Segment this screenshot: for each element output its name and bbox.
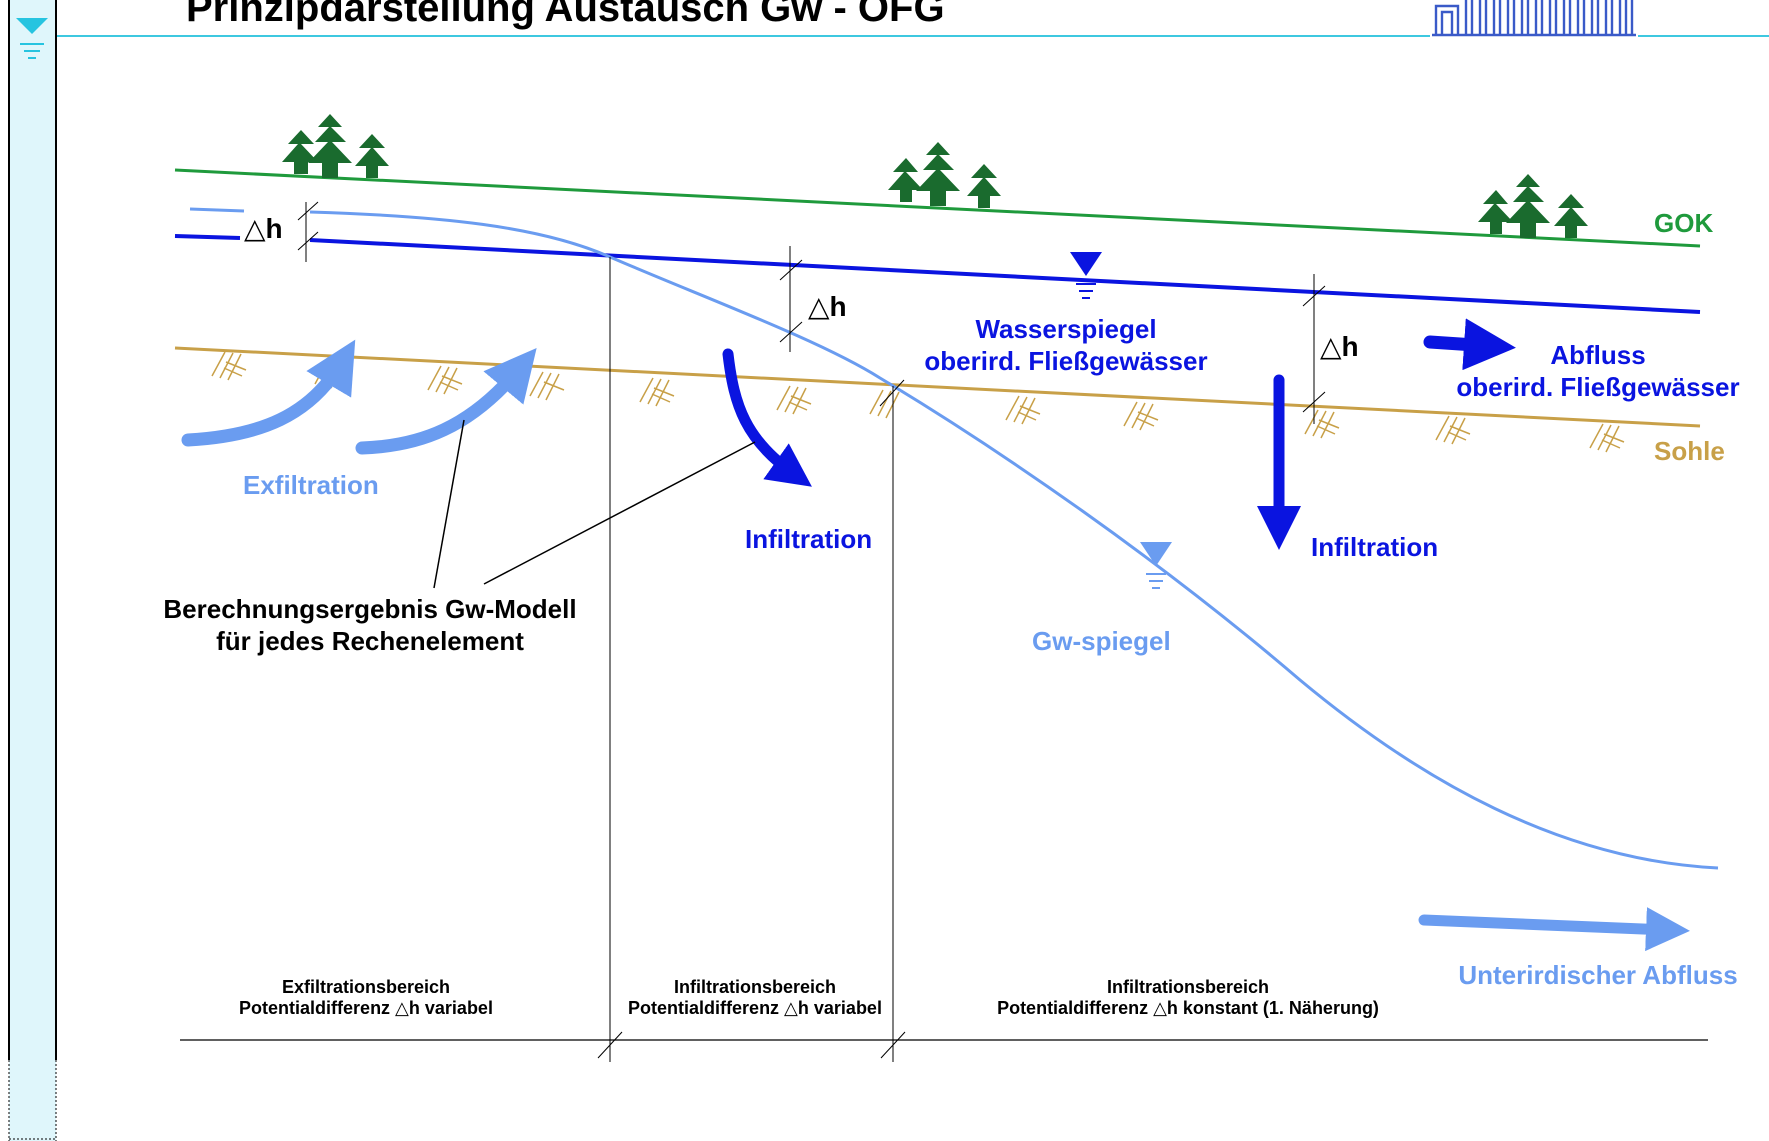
riverbed-line [174,346,1701,428]
page-title: Prinzipdarstellung Austausch Gw - OFG [186,0,945,30]
zone-2-line2: Potentialdifferenz △h variabel [628,998,882,1018]
wasserspiegel-label-line1: Wasserspiegel [975,314,1156,344]
abfluss-label-line1: Abfluss [1550,340,1645,370]
delta-h-dimension-right [1302,274,1326,424]
exfiltration-arrow-right [355,348,537,455]
wasserspiegel-label-line2: oberird. Fließgewässer [924,346,1207,376]
zone-boundaries [597,257,906,1062]
groundwater-line [189,207,1719,870]
zone-3-line2: Potentialdifferenz △h konstant (1. Näher… [997,998,1379,1018]
sohle-label: Sohle [1654,436,1725,466]
infiltration-label-curved: Infiltration [745,524,872,554]
infiltration-label-vertical: Infiltration [1311,532,1438,562]
subsurface-discharge-arrow [1418,907,1690,952]
berechnung-label-line1: Berechnungsergebnis Gw-Modell [163,594,576,624]
gok-label: GOK [1654,208,1713,238]
university-logo [1432,0,1636,37]
leader-lines [433,419,756,589]
tree-group-right [1478,174,1588,238]
surface-water-level-icon [1070,252,1102,299]
groundwater-level-icon [1140,542,1172,589]
surface-water-line [174,234,1701,314]
unterirdischer-abfluss-label: Unterirdischer Abfluss [1458,960,1737,990]
delta-h-label-middle: △h [808,291,847,322]
delta-h-dimension-left [297,201,319,262]
exfiltration-arrow-left [181,339,356,447]
delta-h-dimension-middle [779,246,803,352]
exfiltration-label: Exfiltration [243,470,379,500]
delta-h-label-left: △h [244,213,283,244]
sidebar-column [8,0,57,1141]
tree-group-middle [888,142,1001,208]
abfluss-label-line2: oberird. Fließgewässer [1456,372,1739,402]
berechnung-label-line2: für jedes Rechenelement [216,626,524,656]
zone-1-line1: Exfiltrationsbereich [282,977,450,997]
gw-spiegel-label: Gw-spiegel [1032,626,1171,656]
zone-3-line1: Infiltrationsbereich [1107,977,1269,997]
surface-discharge-arrow [1423,318,1516,371]
tree-group-left [282,114,389,178]
infiltration-arrow-curved [722,348,812,487]
delta-h-label-right: △h [1320,331,1359,362]
zone-1-line2: Potentialdifferenz △h variabel [239,998,493,1018]
gok-line [174,168,1701,248]
water-level-icon [16,18,48,34]
zone-2-line1: Infiltrationsbereich [674,977,836,997]
